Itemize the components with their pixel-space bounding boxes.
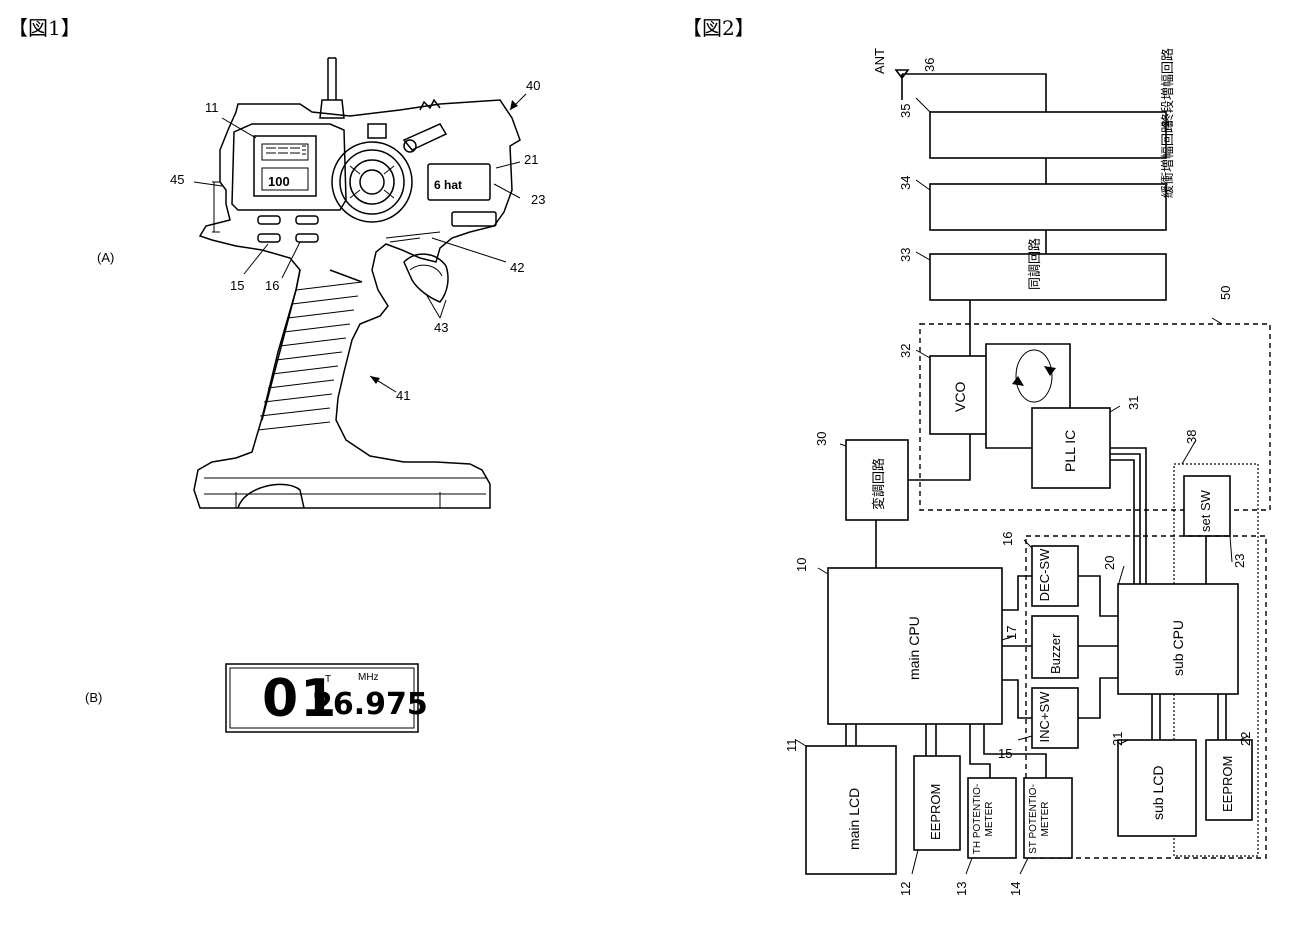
th-pot-block [967,777,1017,859]
sub-cpu-label: sub CPU [1170,619,1186,676]
ref-33: 33 [898,247,913,262]
ref-15: 15 [230,278,245,293]
ref-31: 31 [1126,395,1141,410]
ref-42: 42 [510,260,525,275]
ref-32: 32 [898,343,913,358]
mhz-unit: MHz [358,672,379,683]
st-pot-label: ST POTENTIO-METER [1028,784,1051,854]
ref-12: 12 [898,881,913,896]
figure-1-title: 【図1】 [8,16,81,40]
buzzer-block [1031,615,1079,679]
ref-16-fig2: 16 [1000,531,1015,546]
ref-23: 23 [531,192,546,207]
figure-2-title: 【図2】 [682,16,755,40]
th-pot-label: TH POTENTIO-METER [972,783,995,855]
sub-lcd-label: sub LCD [1150,765,1166,820]
sub-eeprom-label: EEPROM [1220,755,1235,812]
main-eeprom-label: EEPROM [928,783,943,840]
main-lcd-label: main LCD [846,787,862,850]
antenna-label: ANT [872,48,887,74]
pll-label: PLL IC [1062,429,1078,472]
transmit-marker: T [325,674,332,685]
ref-11: 11 [205,100,219,115]
pll-block [1031,407,1111,489]
subfigure-a-label: (A) [97,250,115,265]
ref-15-fig2: 15 [998,746,1013,761]
tuning-circuit-block [929,253,1167,301]
ref-22: 22 [1238,731,1253,746]
ref-34: 34 [898,175,913,190]
sub-cpu-block [1117,583,1239,695]
ref-21-fig2: 21 [1110,731,1125,746]
ref-20: 20 [1102,555,1117,570]
sub-group-outline [1025,535,1267,859]
inc-sw-label: INC+SW [1037,691,1052,743]
main-cpu-block [827,567,1003,725]
dec-sw-label: DEC-SW [1037,548,1052,602]
ref-10: 10 [794,557,809,572]
main-eeprom-block [913,755,961,851]
sub-eeprom-block [1205,739,1253,821]
ref-30: 30 [814,431,829,446]
buffer-amp-block [929,183,1167,231]
modulator-label: 変調回路 [871,457,886,510]
ref-38: 38 [1184,429,1199,444]
ref-40: 40 [526,78,541,93]
main-cpu-label: main CPU [906,616,922,680]
ref-14: 14 [1008,881,1023,896]
main-lcd-block [805,745,897,875]
subfigure-b-label: (B) [85,690,103,705]
pll-group-outline [919,323,1271,511]
buzzer-label: Buzzer [1048,633,1063,674]
vco-label: VCO [952,381,968,412]
channel-digits: 01 [262,669,339,729]
final-amp-label: 終段増幅回路 [1159,47,1175,126]
ref-41: 41 [396,388,411,403]
ref-45: 45 [170,172,185,187]
ref-17: 17 [1004,625,1019,640]
sub-lcd-block [1117,739,1197,837]
ref-50: 50 [1218,285,1233,300]
set-sw-label: set SW [1198,490,1213,532]
sub-lcd-readout: 6 hat [434,178,462,192]
ref-13: 13 [954,881,969,896]
ref-11-fig2: 11 [784,738,799,753]
buffer-amp-label: 緩衝増幅回路 [1159,119,1175,198]
main-lcd-readout: 100 [268,174,290,189]
tuning-circuit-label: 同調回路 [1027,237,1042,290]
ref-16: 16 [265,278,280,293]
st-pot-block [1023,777,1073,859]
final-amp-block [929,111,1167,159]
ref-43: 43 [434,320,449,335]
set-sw-block [1183,475,1231,537]
vco-block [929,355,987,435]
ref-23-fig2: 23 [1232,553,1247,568]
ref-36: 36 [922,57,937,72]
ref-35: 35 [898,103,913,118]
frequency-digits: 26.975 [312,687,428,722]
ref-21: 21 [524,152,539,167]
